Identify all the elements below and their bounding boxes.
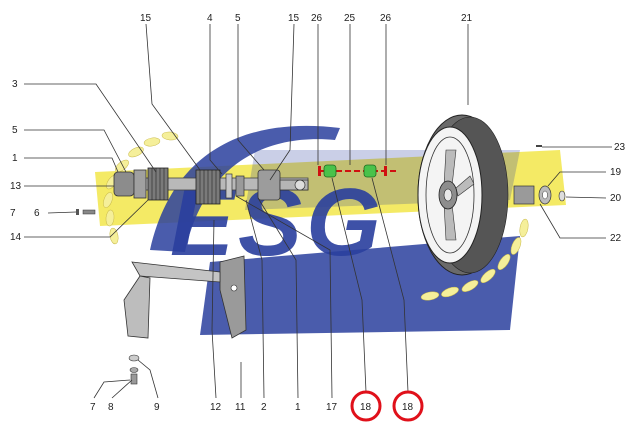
wheat-wreath-right <box>420 218 529 301</box>
pin-right <box>384 166 387 176</box>
callout-5-top: 5 <box>235 13 241 24</box>
callout-8: 8 <box>108 402 114 413</box>
callout-18-right: 18 <box>402 402 414 413</box>
bolt-left <box>76 209 96 215</box>
callout-15-left: 15 <box>140 13 152 24</box>
washer-top <box>128 354 140 362</box>
axle-assembly <box>318 164 398 178</box>
washer-b <box>235 175 245 197</box>
washer-mid <box>129 367 139 373</box>
highlight-ring-left <box>350 390 382 422</box>
callout-14: 14 <box>10 232 22 243</box>
callout-18-left: 18 <box>360 402 372 413</box>
callout-17: 17 <box>326 402 338 413</box>
callout-5-left: 5 <box>12 125 18 136</box>
leader-lines <box>24 23 612 399</box>
callout-20: 20 <box>610 193 622 204</box>
bearing-parts <box>513 185 566 205</box>
callout-15-right: 15 <box>288 13 300 24</box>
screw-set <box>128 354 140 385</box>
left-collar <box>133 169 147 199</box>
screw-body <box>130 373 138 385</box>
callout-6: 6 <box>34 208 40 219</box>
callout-labels: 15 4 5 15 26 25 26 21 3 5 1 13 7 6 14 23… <box>10 13 626 422</box>
bracket-hole <box>230 284 238 292</box>
highlight-ring-right <box>392 390 424 422</box>
bushing-left <box>323 164 337 178</box>
callout-9: 9 <box>154 402 160 413</box>
mounting-bracket <box>123 255 247 339</box>
callout-26-right: 26 <box>380 13 392 24</box>
pin-left <box>318 166 321 176</box>
wheel <box>417 114 509 276</box>
bearing-ring-bore <box>542 190 548 200</box>
callout-13: 13 <box>10 181 22 192</box>
bracket-foot <box>123 275 151 339</box>
right-hub <box>257 169 281 201</box>
wheel-inner-rim <box>425 136 475 254</box>
left-gear <box>147 167 169 201</box>
shaft-end-cap <box>294 179 306 191</box>
callout-21: 21 <box>461 13 473 24</box>
callout-7-bottom: 7 <box>90 402 96 413</box>
callout-12: 12 <box>210 402 222 413</box>
callout-4: 4 <box>207 13 213 24</box>
small-pin <box>536 145 542 147</box>
bracket-arm <box>131 261 221 283</box>
callout-7-left: 7 <box>10 208 16 219</box>
callout-1-left: 1 <box>12 153 18 164</box>
left-hub <box>113 171 135 197</box>
bracket-plate <box>219 255 247 339</box>
wheel-hub-bore <box>443 188 453 202</box>
callout-11: 11 <box>235 402 246 413</box>
shaft-end <box>279 179 309 191</box>
callout-19: 19 <box>610 167 622 178</box>
bearing-cap <box>558 190 566 202</box>
callout-23: 23 <box>614 142 626 153</box>
washer-a <box>225 173 233 199</box>
callout-1-bottom: 1 <box>295 402 301 413</box>
callout-25: 25 <box>344 13 356 24</box>
callout-26-left: 26 <box>311 13 323 24</box>
callout-3: 3 <box>12 79 18 90</box>
bushing-right <box>363 164 377 178</box>
callout-22: 22 <box>610 233 622 244</box>
bearing-sleeve <box>513 185 535 205</box>
callout-2: 2 <box>261 402 267 413</box>
shaft-assembly <box>113 167 309 205</box>
